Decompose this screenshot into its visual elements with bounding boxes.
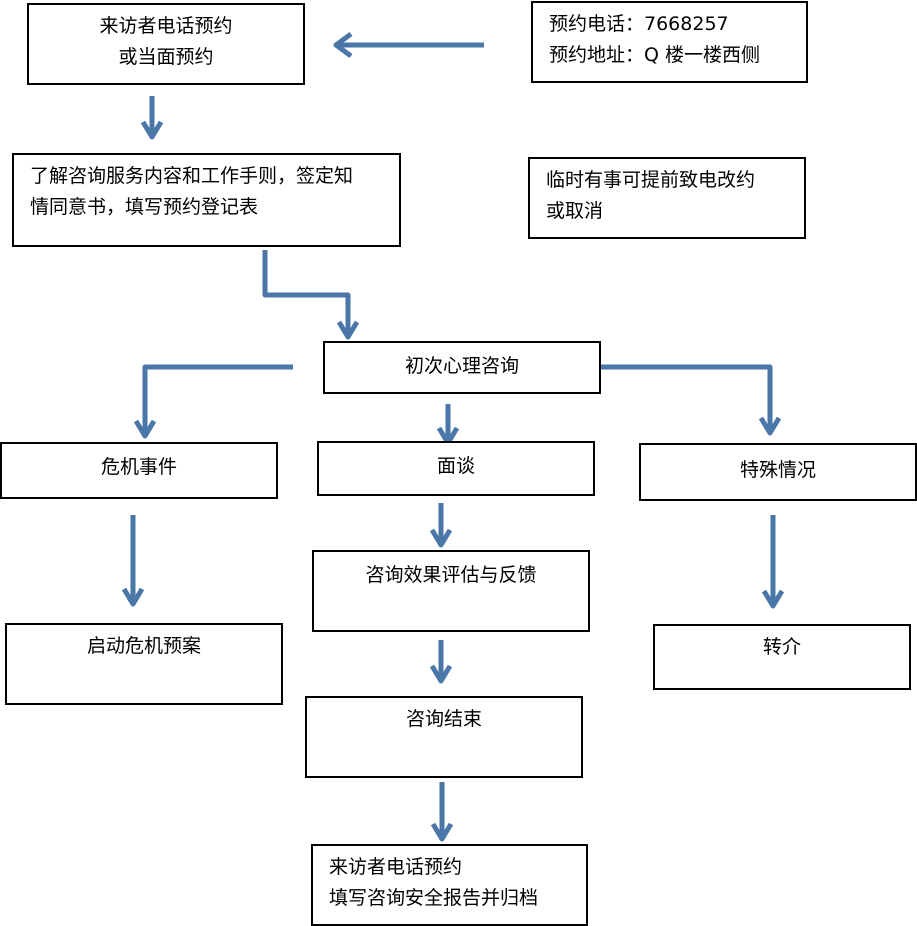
node-contact-info-line-1: 预约电话：7668257 (549, 13, 729, 35)
node-crisis-plan: 启动危机预案 (5, 623, 283, 705)
node-end: 咨询结束 (305, 696, 583, 778)
node-consent: 了解咨询服务内容和工作手则，签定知 情同意书，填写预约登记表 (12, 153, 401, 247)
node-contact-info: 预约电话：7668257 预约地址：Q 楼一楼西侧 (531, 1, 808, 83)
node-referral-label: 转介 (762, 636, 801, 658)
node-archive-line-2: 填写咨询安全报告并归档 (329, 887, 539, 909)
node-crisis: 危机事件 (0, 442, 278, 499)
arrow-initial-to-crisis (142, 364, 293, 435)
node-referral: 转介 (653, 624, 911, 690)
node-special: 特殊情况 (639, 443, 917, 501)
node-reschedule: 临时有事可提前致电改约 或取消 (528, 157, 806, 239)
node-special-label: 特殊情况 (739, 459, 816, 481)
node-appointment-line-2: 或当面预约 (118, 46, 214, 68)
node-end-label: 咨询结束 (405, 708, 482, 730)
node-interview: 面谈 (317, 441, 595, 496)
node-crisis-plan-label: 启动危机预案 (86, 635, 201, 657)
node-initial-consultation-label: 初次心理咨询 (404, 355, 519, 377)
node-appointment-line-1: 来访者电话预约 (99, 15, 233, 37)
node-crisis-label: 危机事件 (100, 456, 177, 478)
arrow-consent-to-initial (262, 250, 351, 336)
node-reschedule-line-1: 临时有事可提前致电改约 (546, 169, 756, 191)
node-archive-line-1: 来访者电话预约 (329, 856, 463, 878)
node-consent-line-2: 情同意书，填写预约登记表 (30, 196, 259, 218)
node-reschedule-line-2: 或取消 (546, 200, 604, 222)
node-initial-consultation: 初次心理咨询 (323, 341, 601, 394)
node-interview-label: 面谈 (436, 455, 475, 477)
node-appointment: 来访者电话预约 或当面预约 (27, 3, 305, 85)
arrow-initial-to-special (600, 364, 773, 432)
node-consent-line-1: 了解咨询服务内容和工作手则，签定知 (30, 165, 354, 187)
node-contact-info-line-2: 预约地址：Q 楼一楼西侧 (549, 44, 760, 66)
node-archive: 来访者电话预约 填写咨询安全报告并归档 (311, 844, 588, 926)
node-evaluation-label: 咨询效果评估与反馈 (365, 564, 537, 586)
node-evaluation: 咨询效果评估与反馈 (312, 550, 590, 632)
